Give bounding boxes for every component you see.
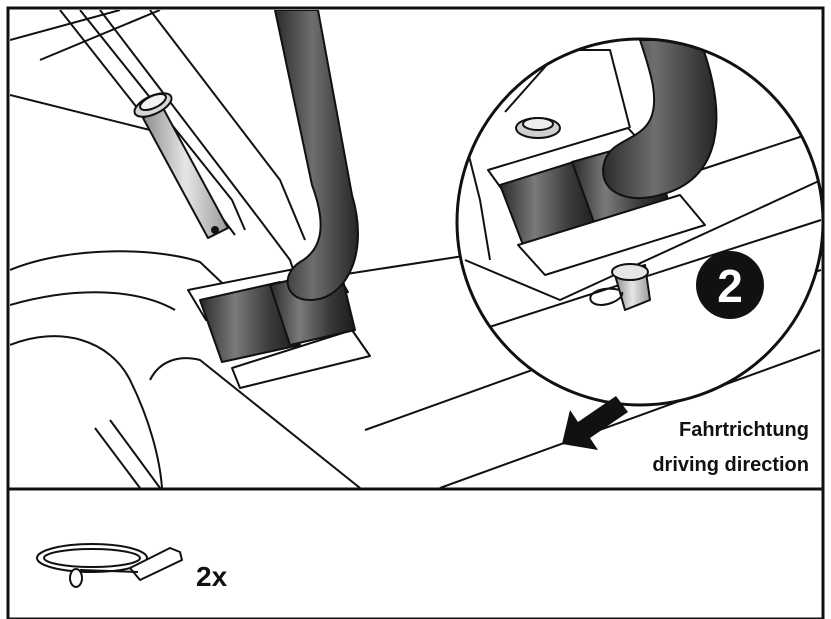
part-quantity: 2x xyxy=(196,561,228,592)
step-badge xyxy=(696,251,764,319)
detail-zoom-circle xyxy=(455,37,825,407)
pin-bolt xyxy=(133,92,229,239)
direction-label-german: Fahrtrichtung xyxy=(679,419,809,441)
body-shell xyxy=(10,249,821,488)
arrow-down-left-icon xyxy=(562,396,628,450)
tow-bar xyxy=(274,10,359,301)
lynch-pin-icon xyxy=(36,543,183,588)
direction-label-english: driving direction xyxy=(652,454,809,476)
